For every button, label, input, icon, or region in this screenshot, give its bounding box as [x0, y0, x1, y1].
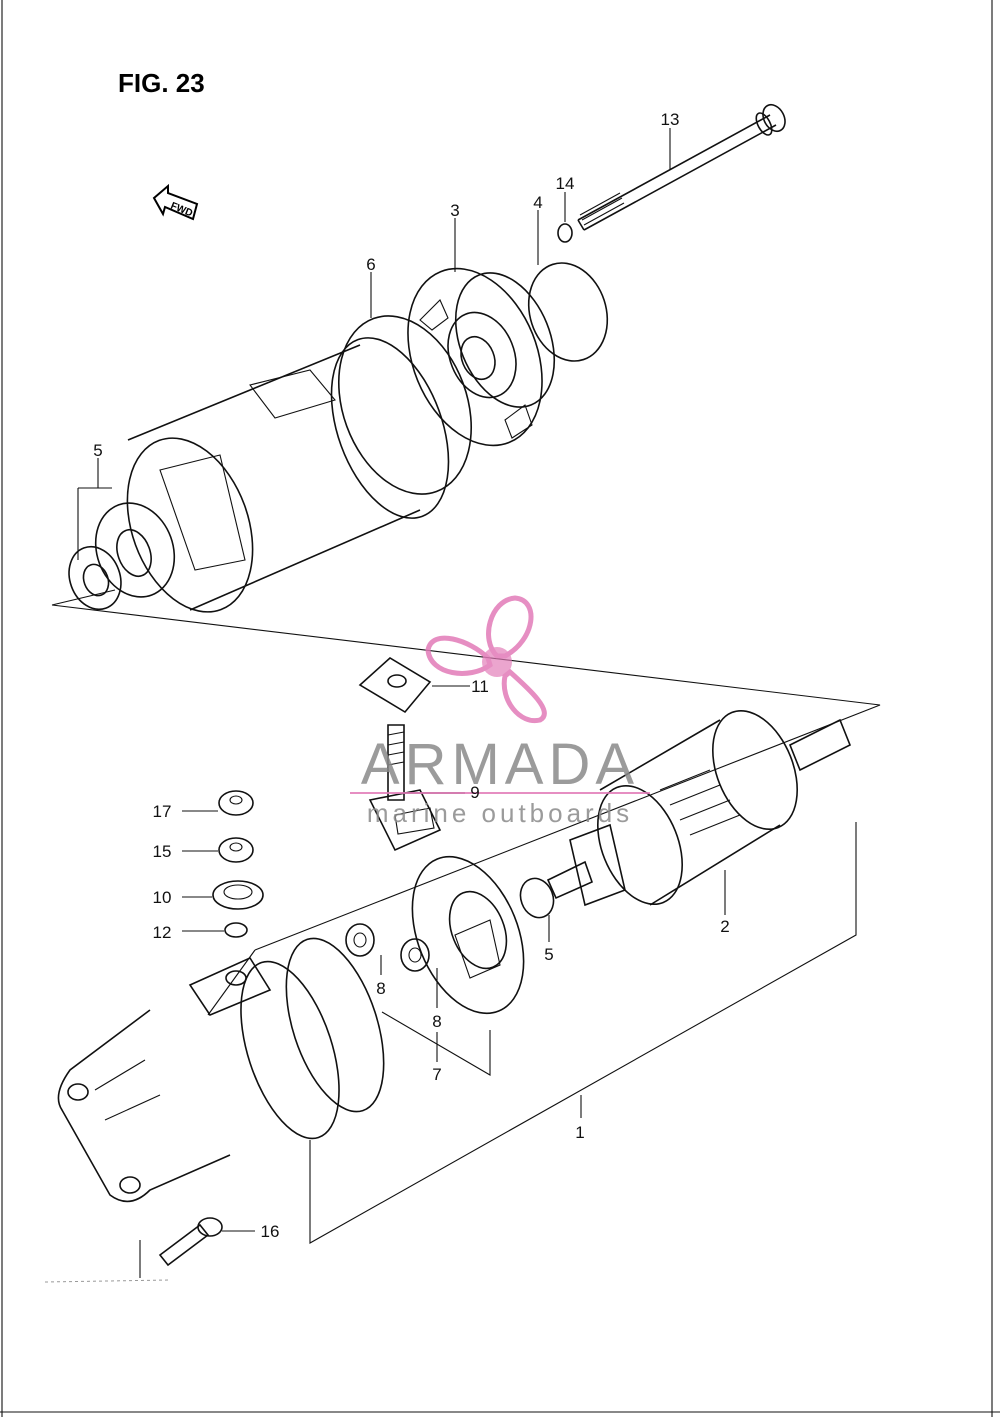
callout-9: 9 — [470, 783, 479, 802]
forward-arrow-icon: FWD — [152, 183, 199, 221]
brush-right-part — [400, 938, 430, 972]
callout-13: 13 — [661, 110, 680, 129]
nut-part — [218, 837, 254, 863]
watermark-tagline: marine outboards — [367, 798, 633, 828]
callout-3: 3 — [450, 201, 459, 220]
mounting-bolt-part — [158, 1217, 223, 1267]
callout-2: 2 — [720, 917, 729, 936]
callout-8-left: 8 — [376, 979, 385, 998]
armature-part — [546, 709, 852, 907]
callout-10: 10 — [153, 888, 172, 907]
callout-7: 7 — [432, 1065, 441, 1084]
yoke-housing-part — [126, 337, 450, 613]
washer-set-upper-part — [68, 487, 176, 611]
through-bolt-part — [577, 103, 786, 231]
o-ring-rear-part — [527, 262, 609, 362]
washer-lower-part — [519, 877, 555, 919]
callout-17: 17 — [153, 802, 172, 821]
terminal-clip-part — [358, 657, 432, 714]
callout-15: 15 — [153, 842, 172, 861]
section-divider-line — [51, 604, 881, 951]
callout-12: 12 — [153, 923, 172, 942]
end-cover-part — [407, 267, 556, 447]
figure-title: FIG. 23 — [118, 68, 205, 98]
nut-top-part — [218, 790, 254, 816]
brush-holder-part — [411, 855, 525, 1015]
callout-1: 1 — [575, 1123, 584, 1142]
front-housing-part — [57, 937, 385, 1203]
assembly-bracket-line — [309, 822, 857, 1244]
brush-left-part — [345, 923, 375, 957]
grommet-part — [212, 880, 264, 910]
callout-5-lower: 5 — [544, 945, 553, 964]
o-ring-front-part — [337, 315, 473, 495]
watermark-brand-name: ARMADA — [361, 732, 639, 797]
washer-part — [557, 223, 573, 243]
small-o-ring-part — [224, 922, 248, 938]
callout-16: 16 — [261, 1222, 280, 1241]
callout-6: 6 — [366, 255, 375, 274]
callout-14: 14 — [556, 174, 575, 193]
armada-watermark: ARMADA marine outboards — [350, 595, 650, 828]
callout-11: 11 — [471, 677, 489, 696]
callout-4: 4 — [533, 193, 542, 212]
callout-5-upper: 5 — [93, 441, 102, 460]
propeller-logo-icon — [425, 595, 547, 724]
brush-bracket-line — [381, 1011, 491, 1076]
callout-8-right: 8 — [432, 1012, 441, 1031]
